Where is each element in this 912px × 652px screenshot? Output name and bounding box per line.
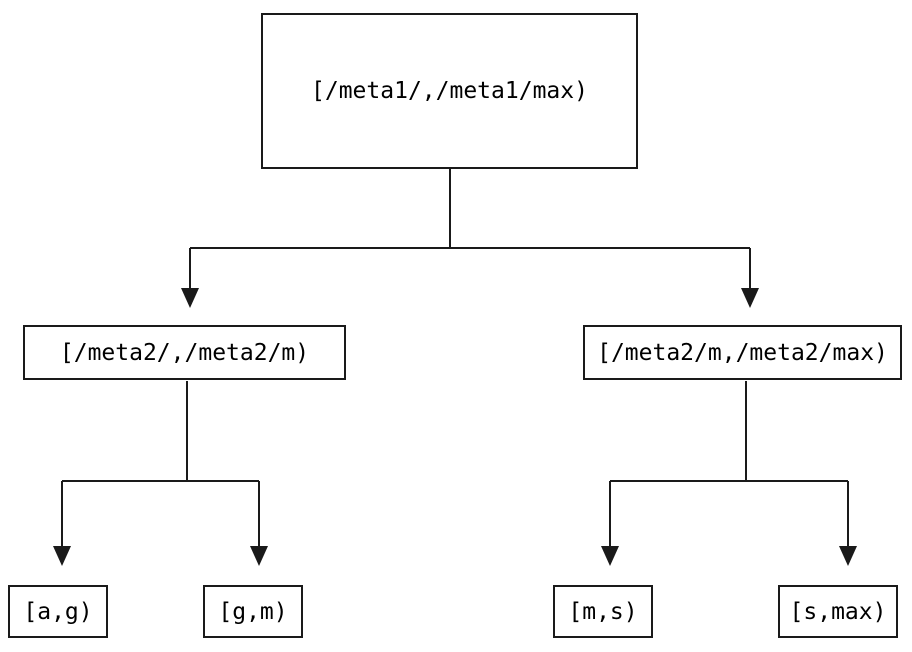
tree-node-root: [/meta1/,/meta1/max) (261, 13, 638, 169)
arrow-down-icon (250, 546, 268, 566)
tree-node-meta2-low: [/meta2/,/meta2/m) (23, 325, 346, 380)
arrow-down-icon (601, 546, 619, 566)
node-label: [s,max) (789, 598, 887, 625)
arrow-down-icon (741, 288, 759, 308)
arrow-down-icon (181, 288, 199, 308)
arrowheads (53, 288, 857, 566)
tree-node-leaf-ag: [a,g) (8, 585, 108, 638)
arrow-down-icon (53, 546, 71, 566)
tree-node-meta2-high: [/meta2/m,/meta2/max) (583, 325, 902, 380)
node-label: [/meta1/,/meta1/max) (311, 78, 588, 104)
tree-node-leaf-ms: [m,s) (553, 585, 653, 638)
edge-lines (61, 169, 849, 548)
node-label: [/meta2/m,/meta2/max) (597, 339, 888, 366)
node-label: [m,s) (568, 598, 638, 625)
node-label: [a,g) (23, 598, 93, 625)
node-label: [g,m) (218, 598, 288, 625)
arrow-down-icon (839, 546, 857, 566)
tree-node-leaf-gm: [g,m) (203, 585, 303, 638)
node-label: [/meta2/,/meta2/m) (59, 339, 310, 366)
tree-node-leaf-smax: [s,max) (778, 585, 898, 638)
